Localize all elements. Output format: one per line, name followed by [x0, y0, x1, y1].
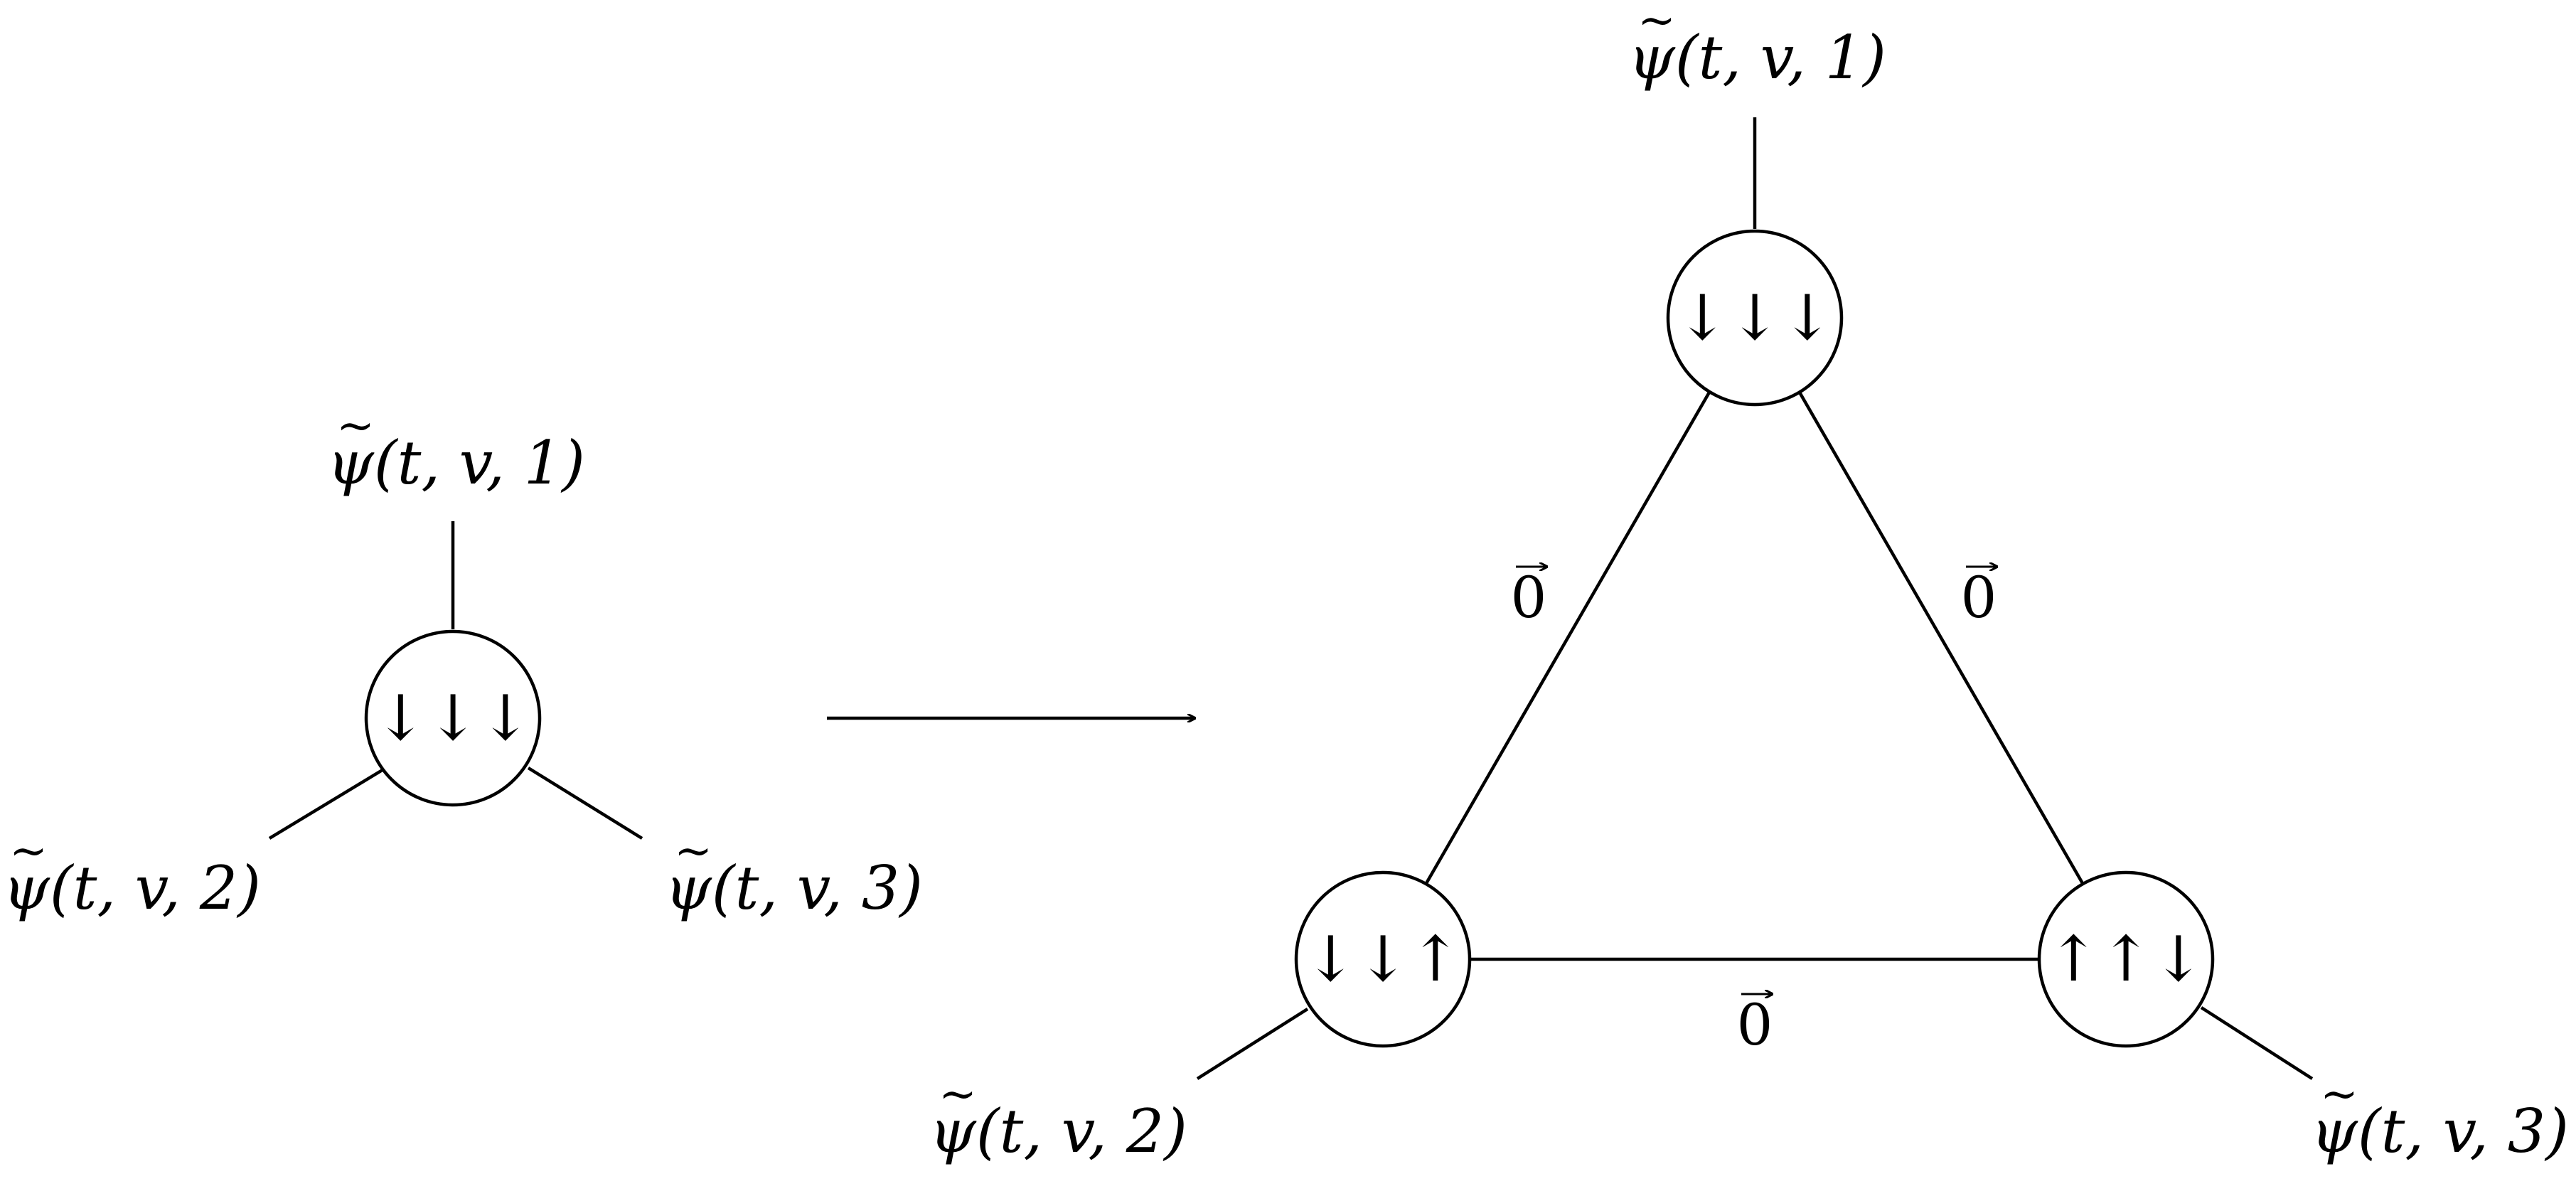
- svg-text:ψ(t, v, 3): ψ(t, v, 3): [2311, 1096, 2569, 1166]
- left-node-spin: ↓↓↓: [374, 681, 531, 754]
- svg-text:~: ~: [939, 1068, 977, 1121]
- svg-text:ψ(t, v, 2): ψ(t, v, 2): [3, 853, 261, 923]
- right-node-bottom-right: [2037, 870, 2215, 1048]
- right-node-bottom-left-spin: ↓↓↑: [1304, 922, 1461, 995]
- right-node-bottom-right-spin: ↑↑↓: [2047, 922, 2204, 995]
- right-leg-2-line: [1196, 1008, 1309, 1080]
- edge-bottom-label: 0: [1737, 992, 1773, 1058]
- right-leg-1-label: ~ ψ(t, v, 1): [1628, 0, 1886, 92]
- right-leg-2-label: ~ ψ(t, v, 2): [929, 1068, 1187, 1166]
- right-leg-3-label: ~ ψ(t, v, 3): [2311, 1068, 2569, 1166]
- right-diagram: ↓↓↓ ↓↓↑ ↑↑↓ 0 0 0 ~ ψ(t, v, 1) ~ ψ(t, v,…: [929, 0, 2569, 1166]
- right-node-bottom-left: [1294, 870, 1472, 1048]
- svg-text:~: ~: [674, 825, 712, 877]
- left-leg-3-label: ~ ψ(t, v, 3): [665, 825, 923, 923]
- svg-text:0: 0: [1961, 565, 1997, 631]
- svg-text:ψ(t, v, 3): ψ(t, v, 3): [665, 853, 923, 923]
- edge-top-left: [1424, 390, 1711, 886]
- right-node-top: [1666, 229, 1844, 407]
- svg-text:ψ(t, v, 2): ψ(t, v, 2): [929, 1096, 1187, 1166]
- svg-text:~: ~: [2320, 1068, 2358, 1121]
- left-leg-3-line: [527, 767, 643, 840]
- svg-text:ψ(t, v, 1): ψ(t, v, 1): [1628, 23, 1886, 92]
- svg-text:0: 0: [1511, 565, 1547, 631]
- edge-top-left-label: 0: [1511, 565, 1547, 631]
- left-leg-1-label: ~ ψ(t, v, 1): [327, 400, 585, 498]
- left-leg-2-label: ~ ψ(t, v, 2): [3, 825, 261, 923]
- edge-top-right-label: 0: [1961, 565, 1997, 631]
- svg-text:0: 0: [1737, 992, 1773, 1058]
- right-leg-3-line: [2200, 1006, 2314, 1080]
- left-node: [364, 629, 542, 807]
- svg-text:~: ~: [336, 400, 375, 452]
- svg-text:ψ(t, v, 1): ψ(t, v, 1): [327, 428, 585, 498]
- svg-text:~: ~: [9, 825, 48, 877]
- left-diagram: ↓↓↓ ~ ψ(t, v, 1) ~ ψ(t, v, 2) ~ ψ(t, v, …: [3, 400, 923, 923]
- edge-top-right: [1797, 390, 2085, 886]
- right-node-top-spin: ↓↓↓: [1676, 281, 1833, 354]
- left-leg-2-line: [268, 767, 386, 840]
- svg-text:~: ~: [1637, 0, 1676, 47]
